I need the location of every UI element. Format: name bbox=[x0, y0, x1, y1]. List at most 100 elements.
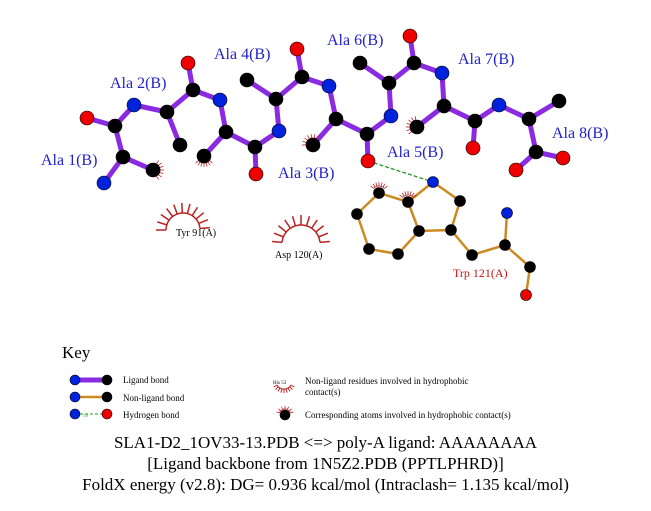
residue-label-ala8: Ala 8(B) bbox=[552, 125, 608, 142]
hydrophobic-spike bbox=[404, 191, 407, 196]
nitrogen-atom bbox=[434, 65, 450, 81]
hydrophobic-spike bbox=[380, 182, 383, 187]
hydrophobic-spike bbox=[186, 203, 191, 214]
residue-label-ala3: Ala 3(B) bbox=[278, 165, 334, 182]
carbon-atom bbox=[499, 239, 511, 251]
oxygen-atom bbox=[248, 166, 264, 182]
hydrophobic-spike bbox=[156, 160, 159, 165]
carbon-atom bbox=[351, 208, 363, 220]
hydrophobic-spike bbox=[277, 225, 287, 233]
carbon-atom bbox=[294, 69, 310, 85]
residue-label-trp121: Trp 121(A) bbox=[453, 266, 508, 280]
hydrophobic-spike bbox=[382, 183, 386, 188]
residue-label-tyr91: Tyr 91(A) bbox=[176, 228, 216, 239]
carbon-atom bbox=[445, 224, 457, 236]
oxygen-atom bbox=[289, 41, 305, 57]
key-oxygen-atom bbox=[101, 408, 113, 420]
hydrophobic-spike bbox=[408, 131, 412, 135]
residue-label-ala6: Ala 6(B) bbox=[327, 32, 383, 49]
hydrophobic-spike bbox=[399, 194, 403, 198]
hydrophobic-spike bbox=[284, 219, 291, 229]
carbon-atom bbox=[218, 124, 234, 140]
caption-line-2: [Ligand backbone from 1N5Z2.PDB (PPTLPHR… bbox=[147, 454, 504, 473]
hydrophobic-spike bbox=[414, 116, 417, 121]
hydrophobic-spike bbox=[411, 192, 415, 197]
hydrophobic-spike bbox=[372, 183, 376, 188]
carbon-atom bbox=[373, 187, 385, 199]
residue-label-ala4: Ala 4(B) bbox=[214, 46, 270, 63]
carbon-atom bbox=[551, 93, 567, 109]
hydrophobic-spike bbox=[406, 129, 411, 132]
key-nonligand-hydrophobic-2: contact(s) bbox=[305, 387, 340, 397]
hydrophobic-spike bbox=[280, 388, 283, 393]
hydrophobic-spike bbox=[273, 384, 278, 388]
hydrophobic-spike bbox=[281, 406, 283, 410]
hydrophobic-spike bbox=[287, 406, 289, 410]
key-symbols bbox=[69, 374, 291, 421]
oxygen-atom bbox=[555, 150, 571, 166]
hydrophobic-spike bbox=[406, 122, 411, 125]
hydrophobic-spike bbox=[173, 204, 178, 215]
hydrophobic-spike bbox=[195, 212, 205, 220]
carbon-atom bbox=[115, 149, 131, 165]
hydrophobic-spike bbox=[318, 232, 329, 238]
carbon-atom bbox=[406, 55, 422, 71]
key: Key Ligand bond Non-ligand bond Hydrogen… bbox=[62, 343, 511, 421]
key-nitrogen-atom bbox=[69, 408, 81, 420]
hydrophobic-spike bbox=[209, 160, 213, 164]
key-nitrogen-atom bbox=[69, 374, 81, 386]
caption-line-3: FoldX energy (v2.8): DG= 0.936 kcal/mol … bbox=[82, 475, 569, 494]
oxygen-atom bbox=[360, 153, 376, 169]
carbon-atom bbox=[466, 249, 478, 261]
hydrophobic-spike bbox=[199, 226, 210, 230]
key-contact-carbon-atom bbox=[279, 409, 291, 421]
hydrophobic-spike bbox=[291, 216, 297, 227]
hydrophobic-spike bbox=[311, 219, 318, 229]
residue-label-asp120: Asp 120(A) bbox=[275, 250, 323, 261]
hydrophobic-spike bbox=[290, 411, 294, 414]
hydrophobic-spike bbox=[305, 216, 311, 227]
hydrophobic-spike bbox=[159, 172, 164, 175]
key-corresponding-atoms: Corresponding atoms involved in hydropho… bbox=[305, 410, 511, 420]
hydrophobic-spike bbox=[158, 174, 162, 178]
hydrophobic-spike bbox=[304, 137, 308, 141]
nitrogen-atom bbox=[383, 108, 399, 124]
hydrophobic-spike bbox=[276, 411, 280, 414]
hydrophobic-spike bbox=[408, 119, 412, 123]
hydrophobic-arc bbox=[281, 224, 321, 243]
hydrophobic-spike bbox=[272, 240, 283, 244]
carbon-atom bbox=[185, 82, 201, 98]
carbon-atom bbox=[454, 195, 466, 207]
key-carbon-atom bbox=[101, 391, 113, 403]
hydrophobic-spike bbox=[302, 140, 307, 143]
oxygen-atom bbox=[79, 110, 95, 126]
carbon-atom bbox=[402, 196, 414, 208]
carbon-atom bbox=[268, 91, 284, 107]
carbon-atom bbox=[521, 111, 537, 127]
carbon-atom bbox=[247, 139, 263, 155]
hydrophobic-spike bbox=[370, 185, 374, 189]
hydrophobic-spike bbox=[157, 221, 168, 226]
carbon-atom bbox=[381, 75, 397, 91]
nitrogen-atom bbox=[321, 78, 337, 94]
hydrophobic-spike bbox=[200, 162, 203, 167]
key-nonligand-hydrophobic: Non-ligand residues involved in hydropho… bbox=[305, 376, 468, 386]
hydrogen-bond bbox=[367, 160, 434, 183]
hydrophobic-spike bbox=[158, 162, 162, 166]
nitrogen-atom bbox=[271, 123, 287, 139]
hydrophobic-spike bbox=[289, 386, 293, 390]
carbon-atom bbox=[107, 118, 123, 134]
hydrophobic-spike bbox=[191, 206, 199, 217]
oxygen-atom bbox=[180, 55, 196, 71]
carbon-atom bbox=[363, 243, 375, 255]
hydrophobic-arcs bbox=[156, 116, 417, 414]
hydrophobic-spike bbox=[315, 225, 325, 233]
atom-contact-icon bbox=[370, 182, 388, 189]
carbon-atom bbox=[145, 162, 161, 178]
nitrogen-atom bbox=[427, 176, 439, 188]
carbon-atom bbox=[172, 137, 188, 153]
hydrophobic-spike bbox=[205, 162, 208, 167]
hydrophobic-spike bbox=[198, 218, 209, 225]
hydrophobic-spike bbox=[409, 191, 412, 196]
carbon-atom bbox=[359, 126, 375, 142]
